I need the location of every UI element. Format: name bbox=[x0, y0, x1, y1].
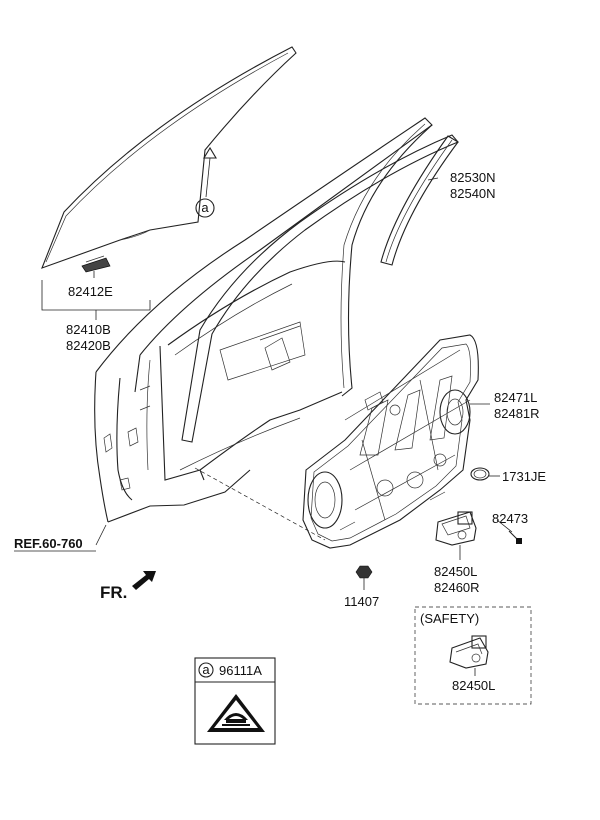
label-box: a 96111A bbox=[194, 657, 276, 745]
callout-glass-marker: a bbox=[195, 198, 215, 218]
glass-clip bbox=[81, 255, 111, 273]
safety-motor-icon bbox=[449, 635, 489, 669]
callout-plug: 1731JE bbox=[502, 469, 546, 484]
callout-regulator-2: 82481R bbox=[494, 406, 540, 421]
callout-glass-1: 82410B bbox=[66, 322, 111, 337]
callout-glass-clip: 82412E bbox=[68, 284, 113, 299]
callout-channel-2: 82540N bbox=[450, 186, 496, 201]
callout-screw: 82473 bbox=[492, 511, 528, 526]
safety-motor-label: 82450L bbox=[452, 678, 495, 693]
safety-box: (SAFETY) 82450L bbox=[414, 606, 532, 705]
door-frame bbox=[94, 117, 433, 523]
svg-text:a: a bbox=[201, 200, 209, 215]
caution-label-icon bbox=[207, 694, 265, 732]
bolt bbox=[355, 565, 373, 590]
label-part-number: 96111A bbox=[219, 663, 262, 678]
hole-plug bbox=[470, 467, 490, 481]
svg-text:a: a bbox=[202, 662, 210, 677]
callout-regulator-1: 82471L bbox=[494, 390, 537, 405]
callout-channel-1: 82530N bbox=[450, 170, 496, 185]
regulator-module bbox=[302, 334, 479, 549]
window-motor bbox=[435, 511, 477, 560]
callout-glass-2: 82420B bbox=[66, 338, 111, 353]
window-channel bbox=[181, 134, 459, 443]
door-glass bbox=[41, 46, 297, 273]
front-arrow-icon bbox=[132, 571, 156, 590]
front-label: FR. bbox=[100, 583, 127, 602]
callout-ref: REF.60-760 bbox=[14, 536, 83, 551]
callout-motor-2: 82460R bbox=[434, 580, 480, 595]
callout-bolt: 11407 bbox=[344, 594, 379, 609]
leader-lines bbox=[41, 177, 513, 546]
screw bbox=[508, 530, 522, 544]
callout-motor-1: 82450L bbox=[434, 564, 477, 579]
safety-title: (SAFETY) bbox=[420, 611, 479, 626]
